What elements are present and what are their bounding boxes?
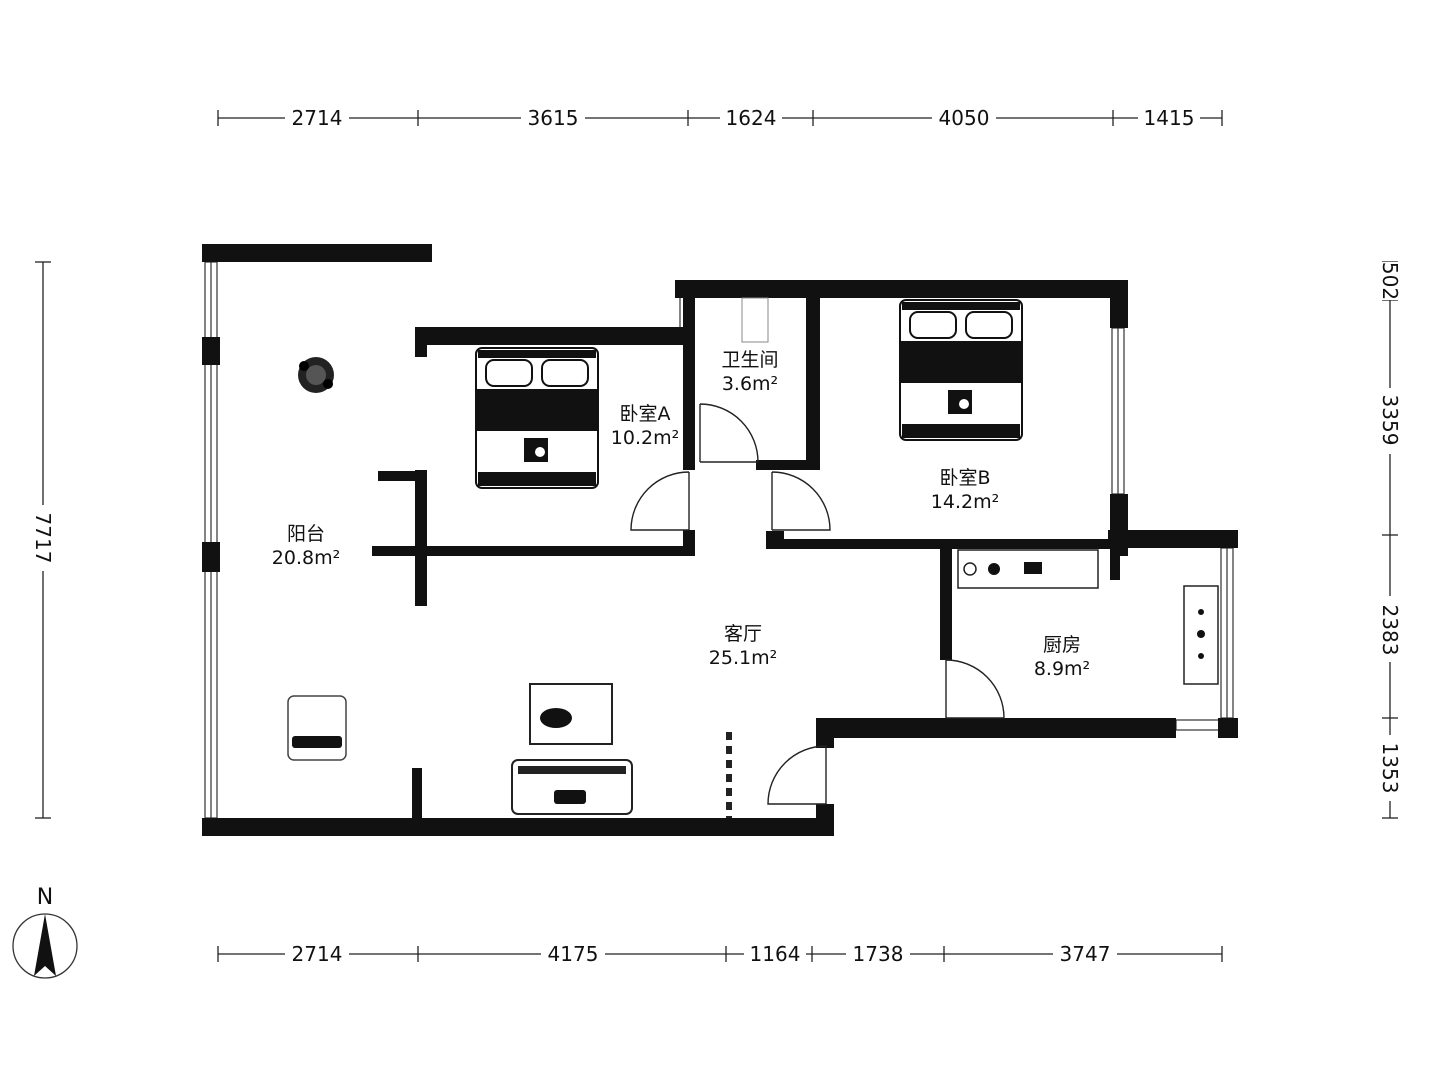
living-room-area: 25.1m² xyxy=(709,647,777,669)
top-dim-5: 1415 xyxy=(1144,106,1195,130)
right-dimension-labels: 502 3359 2383 1353 xyxy=(1378,262,1402,801)
right-dim-3: 2383 xyxy=(1378,605,1402,656)
kitchen-area: 8.9m² xyxy=(1034,658,1090,680)
bottom-dim-4: 1738 xyxy=(853,942,904,966)
doors xyxy=(630,403,1005,818)
room-labels: 阳台 20.8m² 卧室A 10.2m² 卫生间 3.6m² 卧室B 14.2m… xyxy=(272,349,1090,680)
compass: N xyxy=(12,885,78,979)
top-dim-3: 1624 xyxy=(726,106,777,130)
bottom-dim-2: 4175 xyxy=(548,942,599,966)
bedroom-a-area: 10.2m² xyxy=(611,427,679,449)
bedroom-b-area: 14.2m² xyxy=(931,491,999,513)
bottom-dim-5: 3747 xyxy=(1060,942,1111,966)
north-arrow-icon xyxy=(34,914,56,976)
plant-icon xyxy=(298,357,334,393)
bottom-dim-1: 2714 xyxy=(292,942,343,966)
balcony-area: 20.8m² xyxy=(272,547,340,569)
top-dim-1: 2714 xyxy=(292,106,343,130)
top-dim-2: 3615 xyxy=(528,106,579,130)
kitchen-counter xyxy=(957,549,1219,685)
balcony-name: 阳台 xyxy=(287,523,325,545)
bedroom-b-name: 卧室B xyxy=(939,467,990,489)
bathroom-name: 卫生间 xyxy=(721,349,778,371)
armchair xyxy=(287,695,347,761)
sink-icon xyxy=(741,297,769,343)
right-dim-2: 3359 xyxy=(1378,395,1402,446)
sofa xyxy=(511,759,633,815)
bottom-dim-3: 1164 xyxy=(750,942,801,966)
bathroom-area: 3.6m² xyxy=(722,373,778,395)
coffee-table xyxy=(529,683,613,745)
bed-a xyxy=(475,347,599,489)
walls xyxy=(202,244,1238,836)
right-dimension-line xyxy=(1382,261,1398,819)
north-label: N xyxy=(37,885,53,910)
bedroom-a-name: 卧室A xyxy=(620,403,671,425)
bottom-dimension-labels: 2714 4175 1164 1738 3747 xyxy=(285,940,1117,966)
right-dim-1: 502 xyxy=(1378,262,1402,300)
right-dim-4: 1353 xyxy=(1378,743,1402,794)
left-dim-1: 7717 xyxy=(31,513,55,564)
top-dimension-labels: 2714 3615 1624 4050 1415 xyxy=(285,104,1200,130)
top-dim-4: 4050 xyxy=(939,106,990,130)
kitchen-name: 厨房 xyxy=(1043,634,1081,656)
bed-b xyxy=(899,299,1023,441)
living-room-name: 客厅 xyxy=(724,623,762,645)
